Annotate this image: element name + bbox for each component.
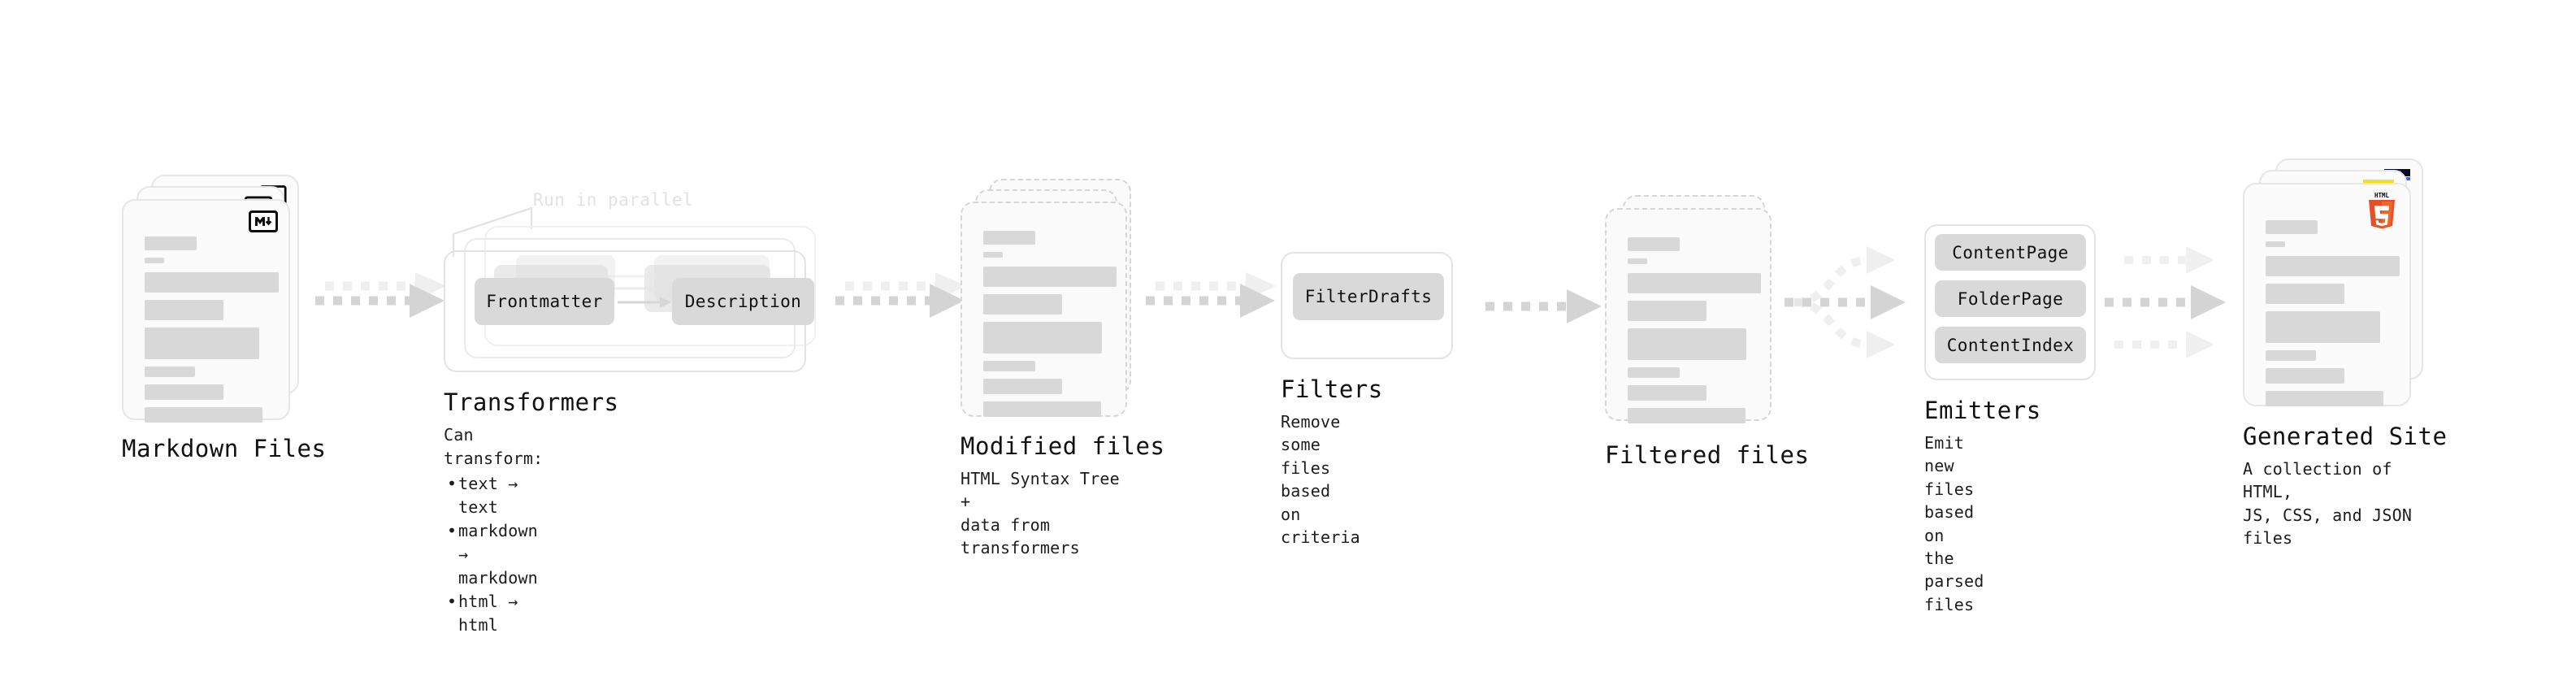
stage-title-emitters: Emitters xyxy=(1924,397,2041,424)
skeleton-bar xyxy=(145,384,223,400)
skeleton-bar xyxy=(1628,328,1746,360)
skeleton-bar xyxy=(983,267,1117,287)
transformer-inner-arrow xyxy=(618,295,674,310)
connector-md-to-transformers xyxy=(307,268,449,333)
connector-filtered-to-emitters xyxy=(1785,237,1927,367)
stage-filtered-files: Filtered files xyxy=(1605,195,1809,469)
connector-filters-to-filtered xyxy=(1481,286,1611,327)
markdown-card-front xyxy=(122,199,290,423)
stage-subtitle-generated-site: A collection of HTML, JS, CSS, and JSON … xyxy=(2243,459,2413,549)
stage-subtitle-modified-files: HTML Syntax Tree + data from transformer… xyxy=(961,469,1120,558)
stage-title-filtered-files: Filtered files xyxy=(1605,441,1810,469)
connector-modified-to-filters xyxy=(1138,268,1280,333)
transformers-bullet-list: text → text markdown → markdown html → h… xyxy=(444,472,543,637)
stage-title-filters: Filters xyxy=(1281,375,1383,403)
skeleton-bar xyxy=(2266,311,2380,343)
filters-panel xyxy=(1281,252,1453,359)
markdown-icon xyxy=(249,210,278,232)
transformers-bullet-item: text → text xyxy=(444,472,543,519)
chip-folderpage[interactable]: FolderPage xyxy=(1935,280,2086,317)
skeleton-bar xyxy=(2266,220,2318,234)
skeleton-bar xyxy=(1628,367,1680,378)
generated-site-stack: CSS HTML xyxy=(2243,158,2423,410)
skeleton-bar xyxy=(145,272,279,293)
site-card-front: HTML xyxy=(2243,183,2411,406)
skeleton-bar xyxy=(983,322,1102,354)
connector-emitters-to-site xyxy=(2105,237,2247,367)
skeleton-bar xyxy=(1628,301,1706,321)
chip-frontmatter[interactable]: Frontmatter xyxy=(475,278,614,325)
filtered-file-stack xyxy=(1605,195,1780,431)
parallel-bracket xyxy=(450,195,548,260)
skeleton-bar xyxy=(983,231,1035,245)
skeleton-bar xyxy=(1628,273,1761,293)
transformers-bullet-item: html → html xyxy=(444,590,543,637)
skeleton-bar xyxy=(145,367,195,377)
skeleton-bar xyxy=(983,294,1062,314)
emitters-panel xyxy=(1924,224,2096,380)
stage-title-generated-site: Generated Site xyxy=(2243,423,2448,450)
skeleton-bar xyxy=(983,252,1003,258)
skeleton-bar xyxy=(2266,256,2400,276)
chip-contentpage[interactable]: ContentPage xyxy=(1935,234,2086,271)
modified-file-stack xyxy=(961,179,1135,419)
transformers-description: Can transform: text → text markdown → ma… xyxy=(444,423,543,637)
transformers-bullet-item: markdown → markdown xyxy=(444,519,543,590)
svg-text:HTML: HTML xyxy=(2374,192,2390,199)
html5-icon: HTML xyxy=(2366,191,2398,229)
skeleton-bar xyxy=(983,401,1101,417)
chip-contentindex[interactable]: ContentIndex xyxy=(1935,327,2086,363)
stage-markdown-files: Markdown Files xyxy=(122,175,326,462)
skeleton-bar xyxy=(145,258,164,263)
skeleton-bar xyxy=(1628,385,1706,401)
skeleton-bar xyxy=(2266,350,2316,361)
skeleton-bar xyxy=(2266,391,2383,406)
card-skeleton-bars xyxy=(983,231,1117,424)
stage-title-markdown-files: Markdown Files xyxy=(122,435,327,462)
stage-title-modified-files: Modified files xyxy=(961,432,1165,460)
skeleton-bar xyxy=(145,300,223,320)
stage-generated-site: CSS HTML xyxy=(2243,158,2447,548)
chip-description[interactable]: Description xyxy=(672,278,814,325)
card-skeleton-bars xyxy=(2266,220,2400,414)
skeleton-bar xyxy=(1628,237,1680,251)
card-skeleton-bars xyxy=(1628,237,1761,431)
stage-modified-files: Modified files HTML Syntax Tree + data f… xyxy=(961,179,1164,557)
filtered-card-front xyxy=(1605,208,1772,423)
skeleton-bar xyxy=(145,327,259,359)
transformer-inner-arrows-ghost xyxy=(608,269,663,298)
skeleton-bar xyxy=(1628,258,1647,264)
stage-subtitle-emitters: Emit new files based on the parsed files xyxy=(1924,433,1984,614)
stage-title-transformers: Transformers xyxy=(444,388,619,416)
skeleton-bar xyxy=(145,407,262,423)
skeleton-bar xyxy=(983,361,1035,371)
skeleton-bar xyxy=(2266,284,2344,304)
run-in-parallel-label: Run in parallel xyxy=(533,190,694,210)
chip-filterdrafts[interactable]: FilterDrafts xyxy=(1293,273,1444,320)
skeleton-bar xyxy=(983,379,1062,394)
skeleton-bar xyxy=(2266,368,2344,384)
markdown-file-stack xyxy=(122,175,299,423)
skeleton-bar xyxy=(1628,408,1746,423)
skeleton-bar xyxy=(145,236,197,250)
stage-subtitle-filters: Remove some files based on criteria xyxy=(1281,412,1360,547)
transformers-lead: Can transform: xyxy=(444,425,544,468)
skeleton-bar xyxy=(2266,241,2285,247)
card-skeleton-bars xyxy=(145,236,279,430)
connector-transformers-to-modified xyxy=(827,268,969,333)
modified-card-front xyxy=(961,202,1127,417)
